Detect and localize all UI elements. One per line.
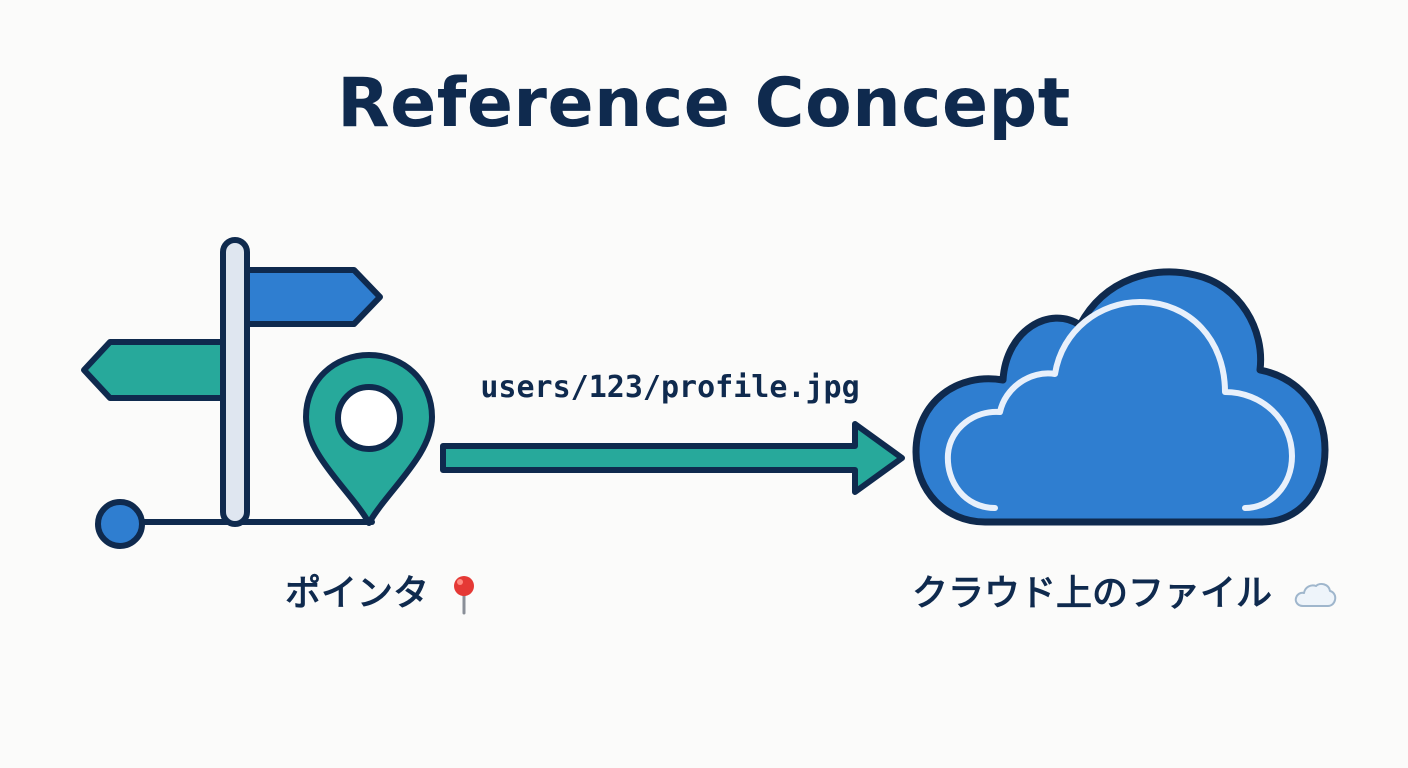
cloud-icon bbox=[912, 268, 1329, 526]
cloud-emoji-icon bbox=[1294, 582, 1336, 607]
right-sign bbox=[243, 267, 383, 327]
target-caption: クラウド上のファイル bbox=[912, 564, 1337, 616]
ground-dot bbox=[95, 499, 145, 549]
arrow-label: users/123/profile.jpg bbox=[480, 370, 860, 405]
pointer-caption: ポインタ bbox=[285, 564, 478, 616]
sign-pole bbox=[220, 237, 250, 527]
signpost-icon bbox=[81, 237, 383, 549]
map-pin-icon bbox=[303, 352, 435, 526]
pin-hole bbox=[335, 384, 403, 452]
pointer-caption-text: ポインタ bbox=[285, 573, 430, 614]
pin-emoji-icon bbox=[453, 576, 474, 615]
cloud-highlight bbox=[944, 299, 1295, 511]
arrow-shape bbox=[440, 421, 905, 495]
arrow-icon bbox=[440, 421, 905, 495]
target-caption-text: クラウド上のファイル bbox=[912, 573, 1273, 614]
left-sign bbox=[81, 339, 227, 401]
cloud-body bbox=[912, 268, 1329, 526]
diagram-title: Reference Concept bbox=[337, 64, 1071, 143]
